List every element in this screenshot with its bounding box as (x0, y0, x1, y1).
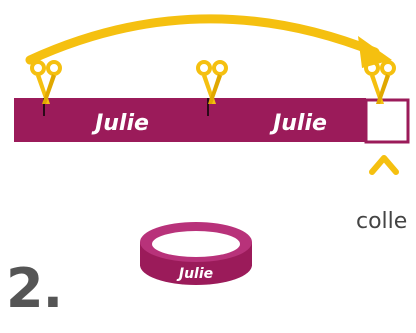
bracelet-label: Julie (176, 266, 213, 282)
glue-annotation: colle (356, 209, 408, 234)
step-number: 2. (6, 257, 63, 320)
curved-arrow-icon (25, 14, 392, 68)
strip-body (14, 98, 366, 142)
chevron-up-icon (369, 155, 399, 175)
scissors-icon (196, 60, 228, 104)
scissors-icon (364, 60, 396, 104)
strip-glue-end (364, 98, 410, 144)
strip-label-2: Julie (269, 111, 327, 136)
scissors-icon (30, 60, 62, 104)
bracelet: Julie (140, 222, 252, 285)
strip-label-1: Julie (91, 111, 149, 136)
name-strip: Julie Julie (14, 98, 410, 144)
